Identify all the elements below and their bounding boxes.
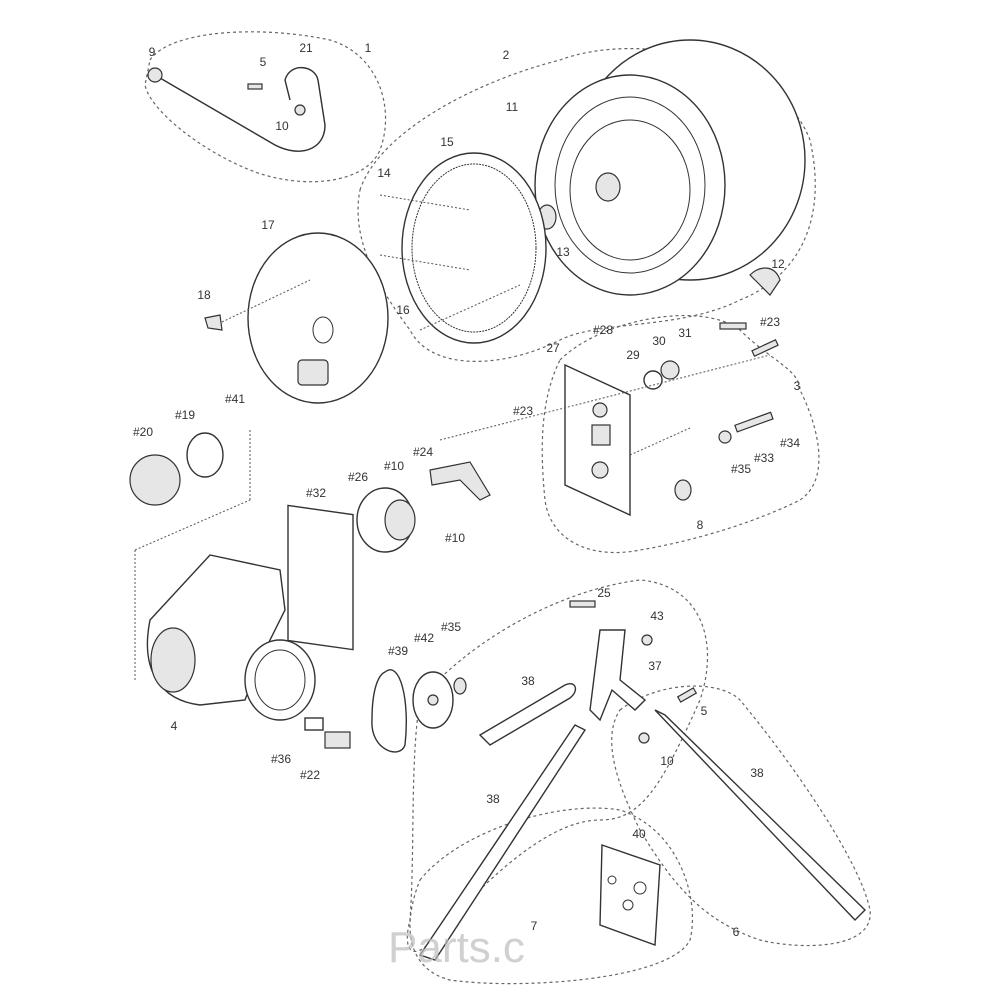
callout: #34 xyxy=(780,436,800,450)
callout: #19 xyxy=(175,408,195,422)
bracket-24 xyxy=(429,461,491,501)
callout: #35 xyxy=(731,462,751,476)
callout: #41 xyxy=(225,392,245,406)
callout: 12 xyxy=(771,257,785,271)
callout: 13 xyxy=(556,245,570,259)
belt-39 xyxy=(371,669,407,753)
bushing-8 xyxy=(674,479,692,501)
callout: #39 xyxy=(388,644,408,658)
callout: #23 xyxy=(513,404,533,418)
bearing-35 xyxy=(453,677,467,695)
callout: #23 xyxy=(760,315,780,329)
nut-10b xyxy=(638,732,650,744)
callout: #42 xyxy=(414,631,434,645)
callout: 21 xyxy=(299,41,313,55)
decal-40 xyxy=(599,844,661,946)
ring-gear-15 xyxy=(401,152,547,344)
callout: #22 xyxy=(300,768,320,782)
bolt-5 xyxy=(247,83,263,90)
callout: 10 xyxy=(660,754,674,768)
cap-9 xyxy=(147,67,163,83)
drum-hub xyxy=(595,172,621,202)
bolt-23b xyxy=(751,338,779,358)
callout: 5 xyxy=(260,55,267,69)
switch-22 xyxy=(324,731,351,749)
leg-37 xyxy=(589,629,647,722)
nut-10 xyxy=(294,104,306,116)
gasket-32 xyxy=(287,504,354,651)
clip-12 xyxy=(749,267,781,296)
callout: 31 xyxy=(678,326,692,340)
group-outline-6 xyxy=(611,685,871,947)
group-outline-7b xyxy=(409,807,694,985)
callout: 16 xyxy=(396,303,410,317)
callout: 25 xyxy=(597,586,611,600)
washer-35 xyxy=(718,430,732,444)
callout: #10 xyxy=(384,459,404,473)
bearing-30 xyxy=(660,360,680,380)
callout: 27 xyxy=(546,341,560,355)
callout: 38 xyxy=(521,674,535,688)
callout: 40 xyxy=(632,827,646,841)
group-outline-1 xyxy=(144,31,387,183)
callout: 2 xyxy=(503,48,510,62)
callout: 18 xyxy=(197,288,211,302)
callout: 11 xyxy=(506,100,519,114)
nut-43 xyxy=(641,634,653,646)
callout: #20 xyxy=(133,425,153,439)
callout: 5 xyxy=(701,704,708,718)
callout: 15 xyxy=(440,135,454,149)
leg-38-left xyxy=(418,724,587,961)
callout: #28 xyxy=(593,323,613,337)
callout: #26 xyxy=(348,470,368,484)
callout: 43 xyxy=(650,609,664,623)
callout: 38 xyxy=(750,766,764,780)
callout: 37 xyxy=(648,659,662,673)
callout: 10 xyxy=(275,119,289,133)
callout: 29 xyxy=(626,348,640,362)
bolt-25 xyxy=(569,600,596,608)
clip-18 xyxy=(204,314,223,331)
callout: 14 xyxy=(377,166,391,180)
pulley-coil xyxy=(244,639,316,721)
callout: 4 xyxy=(171,719,178,733)
callout: 3 xyxy=(794,379,801,393)
callout: #36 xyxy=(271,752,291,766)
cap-20 xyxy=(129,454,181,506)
callout: 30 xyxy=(652,334,666,348)
bolt-23a xyxy=(719,322,747,330)
callout: #33 xyxy=(754,451,774,465)
ring-19 xyxy=(186,432,224,478)
shaft-34 xyxy=(734,411,774,433)
seal-36 xyxy=(304,717,324,731)
brace-38 xyxy=(478,683,577,746)
washer-29 xyxy=(643,370,663,390)
callout: #35 xyxy=(441,620,461,634)
callout: 7 xyxy=(531,919,538,933)
watermark: Parts.c xyxy=(388,923,525,972)
callout: #10 xyxy=(445,531,465,545)
callout: 17 xyxy=(261,218,275,232)
callout: 6 xyxy=(733,925,740,939)
leg-38-right xyxy=(654,709,866,922)
callout: #32 xyxy=(306,486,326,500)
callout: 38 xyxy=(486,792,500,806)
callout: 1 xyxy=(365,41,372,55)
callout: 8 xyxy=(697,518,704,532)
cover-plate-17 xyxy=(247,232,389,404)
bolt-5b xyxy=(676,687,698,703)
callout-labels: 1 2 21 9 5 10 11 15 14 13 12 17 18 16 #2… xyxy=(133,41,801,939)
callout: 9 xyxy=(149,45,156,59)
callout: #24 xyxy=(413,445,433,459)
